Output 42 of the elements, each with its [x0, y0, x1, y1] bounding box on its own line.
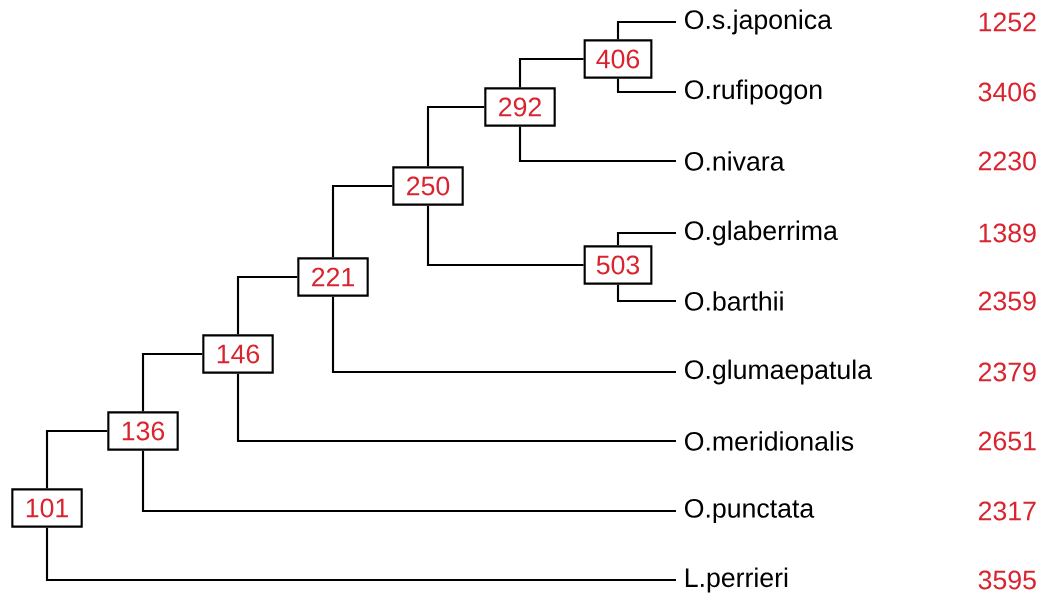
tree-branch	[331, 184, 393, 258]
value-label: 3406	[978, 82, 1036, 102]
leaf-label: O.meridionalis	[685, 431, 854, 451]
leaf-label: O.punctata	[685, 498, 815, 524]
value-label: 2379	[978, 362, 1036, 382]
node-box: 146	[202, 334, 274, 374]
tree-branch	[45, 429, 108, 489]
tree-branch	[426, 105, 485, 167]
value-label: 2359	[978, 291, 1036, 311]
value-label: 2651	[978, 431, 1036, 451]
value-label: 1389	[979, 223, 1036, 243]
value-label: 1252	[979, 12, 1036, 32]
tree-branch	[616, 20, 676, 40]
tree-branch	[616, 78, 676, 94]
tree-branch	[518, 57, 584, 88]
node-box: 136	[107, 411, 179, 451]
value-label: 2317	[978, 501, 1036, 521]
tree-branch	[141, 352, 203, 412]
node-box: 101	[11, 488, 83, 528]
leaf-label: L.perrieri	[685, 567, 788, 593]
node-box: 406	[583, 39, 653, 79]
value-label: 3595	[978, 570, 1036, 590]
tree-branch	[426, 205, 584, 267]
node-box: 221	[297, 257, 369, 297]
leaf-label: O.glumaepatula	[685, 359, 872, 385]
tree-branch	[45, 527, 676, 582]
leaf-label: O.glaberrima	[685, 220, 838, 246]
value-label: 2230	[978, 151, 1036, 171]
node-box: 292	[484, 87, 556, 127]
node-box: 503	[583, 245, 653, 285]
leaf-label: O.s.japonica	[685, 9, 832, 35]
tree-branch	[236, 373, 676, 443]
tree-branch	[518, 126, 676, 163]
leaf-label: O.rufipogon	[685, 79, 822, 105]
tree-branch	[616, 231, 676, 246]
leaf-label: O.nivara	[685, 151, 785, 171]
node-box: 250	[392, 166, 464, 206]
tree-branch	[616, 284, 676, 303]
tree-branch	[236, 275, 298, 335]
leaf-label: O.barthii	[685, 291, 783, 311]
tree-branch	[141, 450, 676, 513]
tree-branch	[331, 296, 676, 374]
